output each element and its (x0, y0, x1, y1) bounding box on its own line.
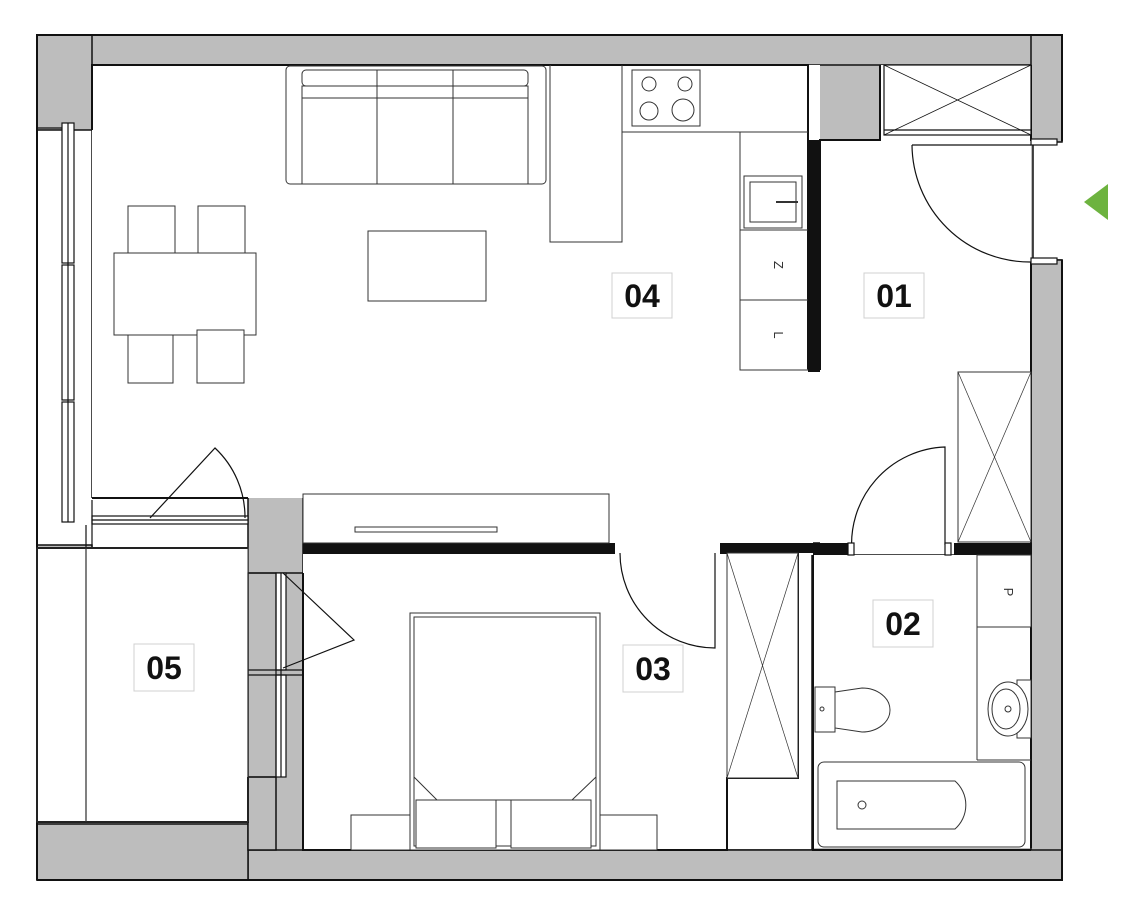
balcony-05 (36, 547, 249, 823)
chair-3 (127, 334, 174, 384)
room-05-label: 05 (146, 650, 182, 686)
chair-4 (196, 329, 245, 384)
room-02-label: 02 (885, 606, 921, 642)
room-05-label-box (133, 643, 195, 692)
pillow-1 (415, 799, 497, 849)
partition-03-right (720, 543, 848, 553)
toilet (814, 686, 891, 733)
balcony-door-swing (149, 447, 246, 519)
window-01 (883, 64, 1032, 136)
dining-table (113, 252, 257, 336)
entrance-door-frame-bottom (1030, 257, 1058, 265)
kitchen-mark-z: Z (771, 261, 786, 269)
partition-kitchen (808, 140, 820, 372)
partition-02-left (813, 553, 848, 555)
wall-bottom-left (36, 823, 249, 881)
wall-right-upper (1030, 34, 1063, 143)
room-02-label-box (872, 599, 934, 648)
wall-left-lower-2 (247, 776, 277, 851)
nightstand-2 (599, 814, 658, 851)
kitchen-mark-l: L (771, 331, 786, 338)
furniture-03 (350, 552, 799, 851)
nightstand-1 (350, 814, 411, 851)
wall-top (36, 34, 1063, 66)
chair-1 (127, 205, 176, 254)
floor-04-right (808, 65, 820, 140)
room-04-label: 04 (624, 278, 660, 314)
wall-left-upper (36, 34, 93, 131)
partition-02-top (954, 543, 1031, 555)
bathroom-fixtures (814, 554, 1032, 848)
room-01-label: 01 (876, 278, 912, 314)
coffee-table (367, 230, 487, 302)
wall-left-lower (247, 495, 304, 574)
room-03-label-box (622, 644, 684, 693)
walls (36, 34, 1063, 881)
tv-cabinet (302, 493, 610, 544)
washbasin (987, 679, 1032, 739)
bedroom-window-door-swing (282, 572, 356, 669)
bedroom-door-swing (619, 552, 716, 649)
wall-bottom (247, 849, 1063, 881)
furniture-04 (113, 65, 808, 544)
wall-right-lower (1030, 259, 1063, 881)
tv-unit (354, 526, 498, 533)
partition-03-top (303, 543, 615, 553)
entrance-door-swing (911, 144, 1032, 263)
room-03-label: 03 (635, 651, 671, 687)
entrance-arrow-icon (1084, 184, 1108, 220)
doors (149, 138, 1058, 669)
room-04-label-box (611, 272, 673, 319)
washer (976, 554, 1032, 628)
room-01-label-box (863, 272, 925, 319)
outline-right (37, 260, 1063, 881)
outline-02 (812, 555, 1031, 851)
bathtub (817, 761, 1026, 848)
bathroom-mark-p: P (1001, 588, 1016, 597)
partitions (303, 140, 1031, 555)
bathroom-door-swing (850, 446, 946, 554)
pillow-2 (510, 799, 592, 849)
chair-2 (197, 205, 246, 254)
entrance-door-frame-top (1030, 138, 1058, 146)
sofa (285, 65, 547, 185)
room-labels: 04 01 02 03 05 (133, 272, 934, 693)
wardrobe-01 (957, 371, 1032, 543)
